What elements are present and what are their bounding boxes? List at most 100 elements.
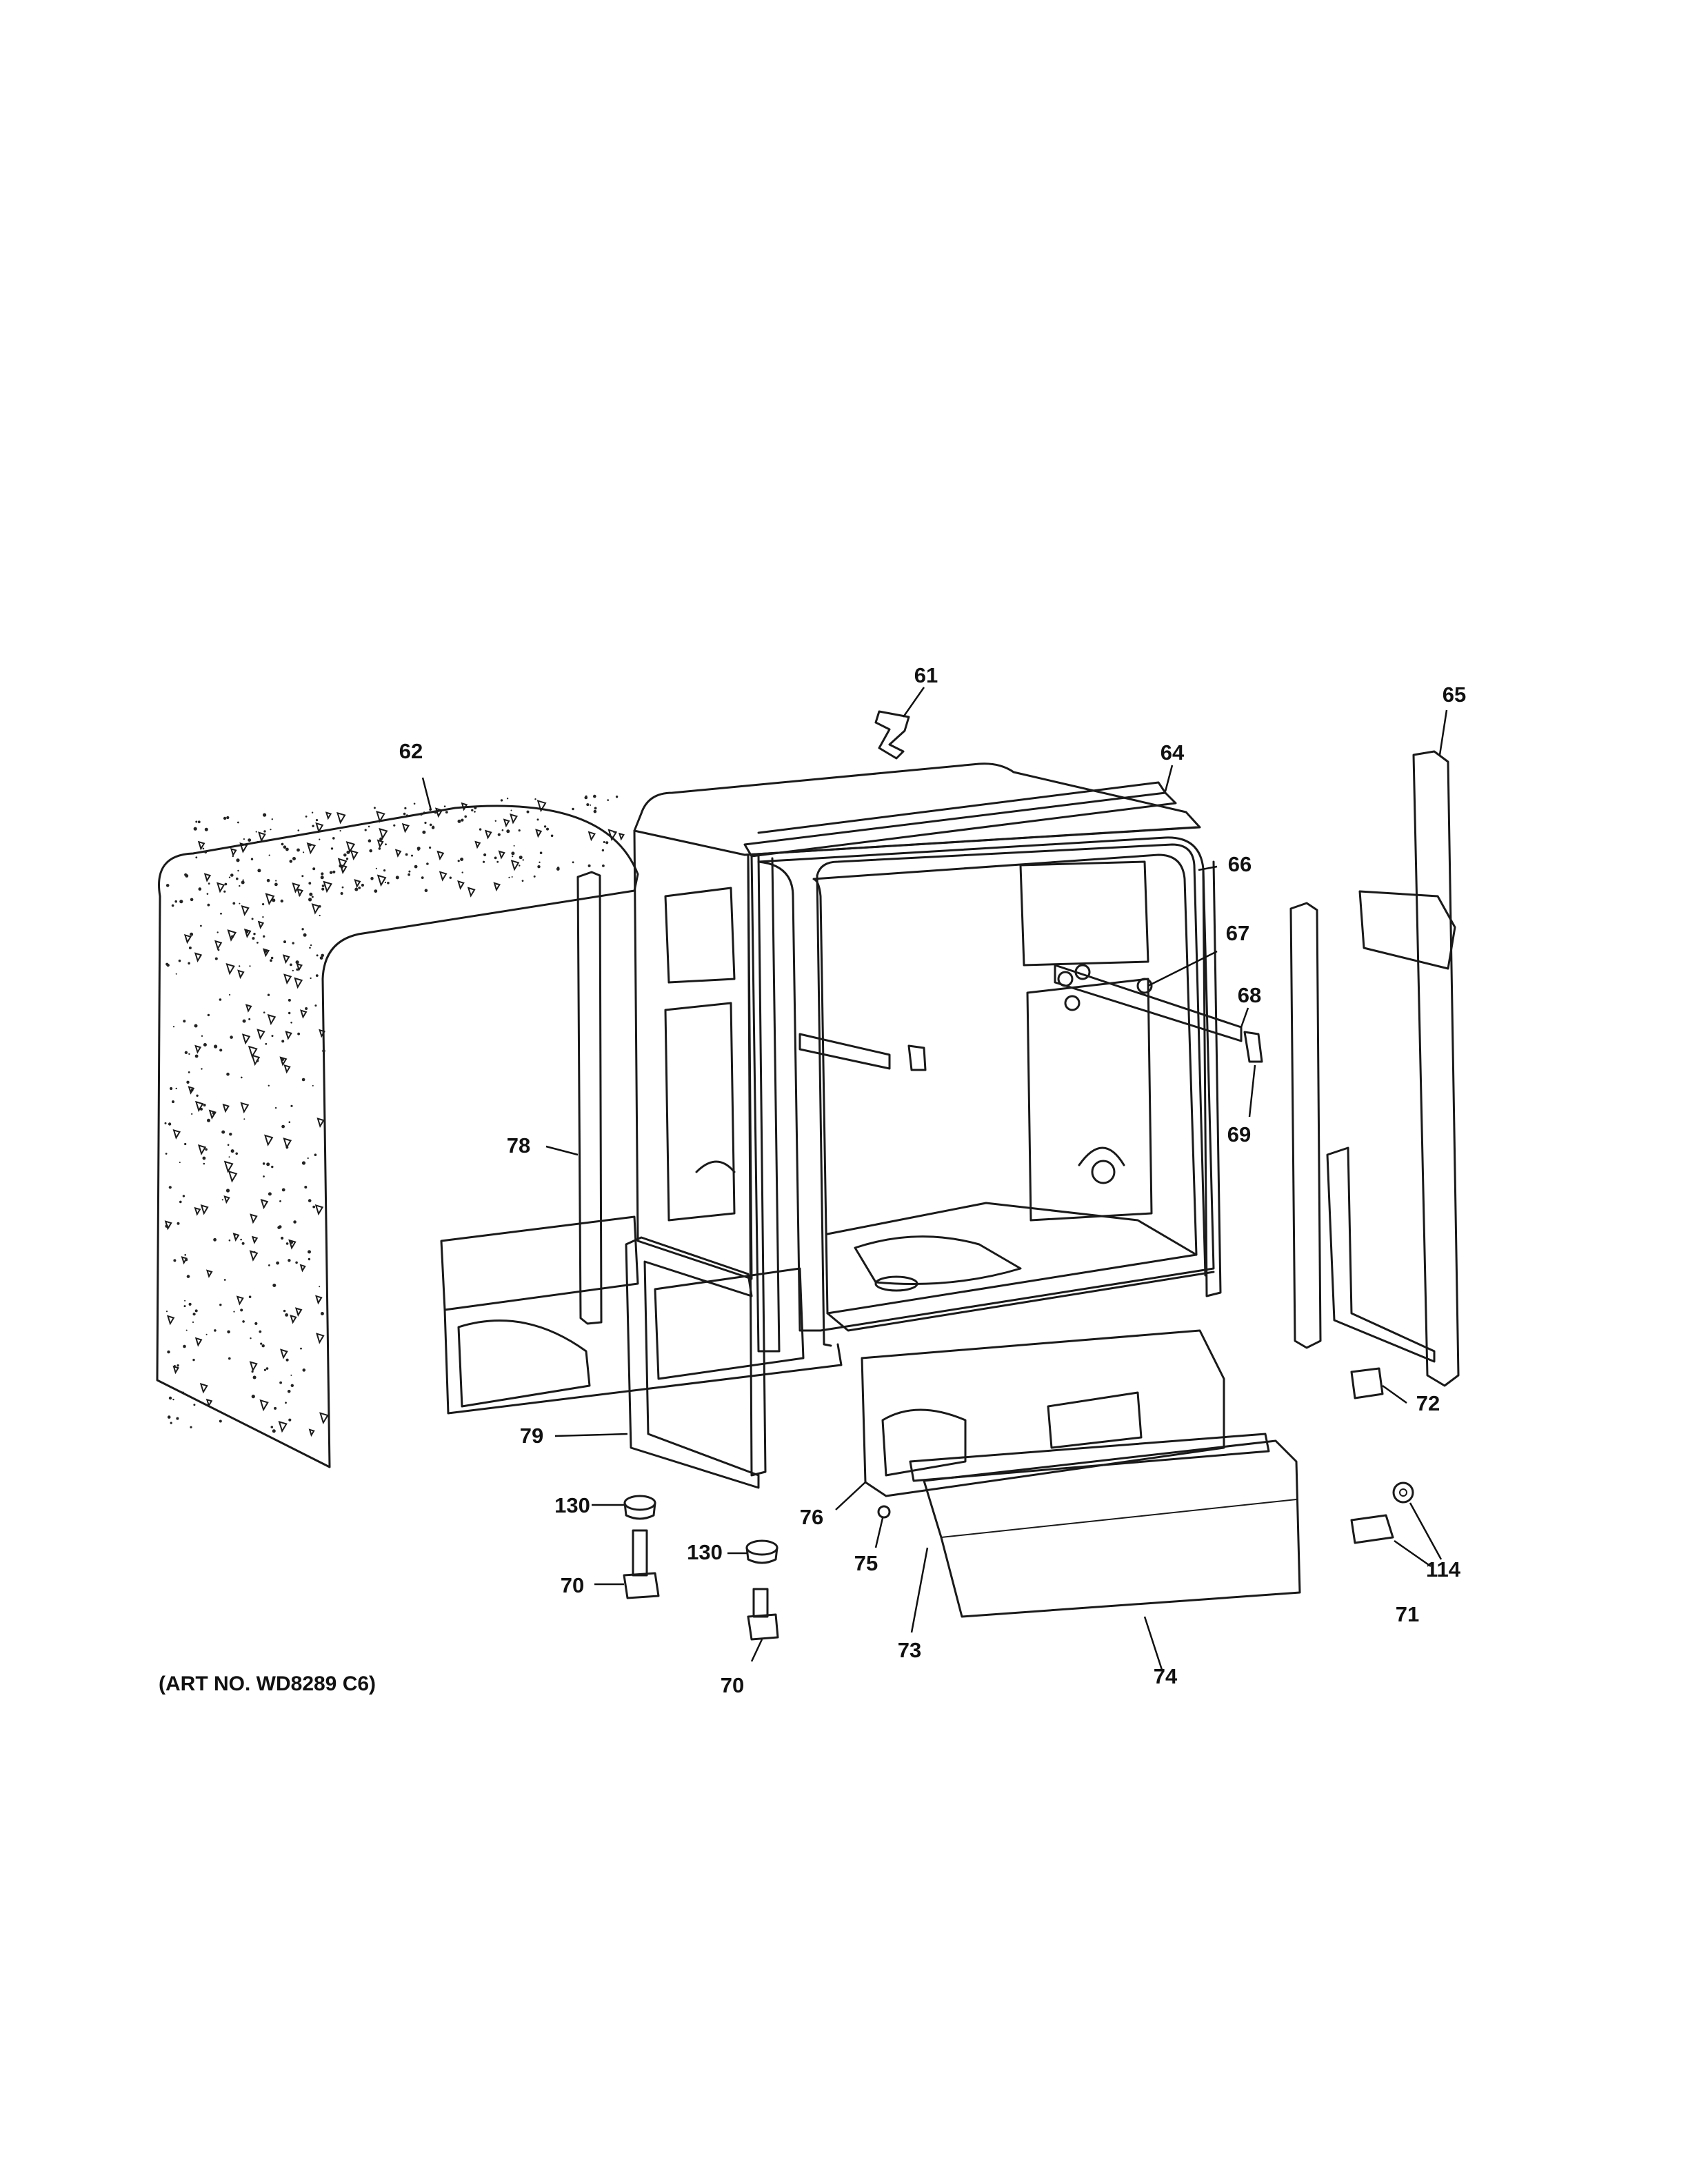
insulation-texture-dot xyxy=(219,998,222,1001)
insulation-texture-dot xyxy=(543,825,547,828)
part-75-screw[interactable] xyxy=(877,1505,891,1519)
callout-65[interactable]: 65 xyxy=(1443,682,1466,707)
insulation-texture-dot xyxy=(292,857,296,860)
callout-74[interactable]: 74 xyxy=(1154,1664,1178,1688)
callout-68[interactable]: 68 xyxy=(1238,983,1261,1007)
insulation-texture-dot xyxy=(308,1257,311,1261)
insulation-texture-dot xyxy=(280,899,283,903)
insulation-texture-dot xyxy=(188,962,190,965)
part-78-side-trim[interactable] xyxy=(576,871,603,1325)
insulation-texture-dot xyxy=(314,1004,317,1007)
part-76-toe-panel[interactable] xyxy=(861,1329,1225,1497)
part-72-bracket[interactable] xyxy=(1350,1367,1384,1399)
callout-72[interactable]: 72 xyxy=(1416,1391,1440,1415)
insulation-texture-dot xyxy=(221,1130,225,1134)
part-79-front-frame[interactable] xyxy=(625,853,767,1489)
insulation-texture-dot xyxy=(301,928,304,931)
insulation-texture-dot xyxy=(449,876,452,879)
insulation-texture-dot xyxy=(265,1042,268,1045)
callout-69[interactable]: 69 xyxy=(1227,1122,1251,1146)
callout-79[interactable]: 79 xyxy=(520,1424,543,1448)
insulation-texture-dot xyxy=(309,892,313,896)
insulation-texture-mark xyxy=(194,1044,202,1054)
insulation-texture-dot xyxy=(312,867,316,871)
insulation-texture-mark xyxy=(319,1412,329,1425)
insulation-texture-dot xyxy=(460,858,464,861)
insulation-texture-dot xyxy=(457,860,460,862)
insulation-texture-mark xyxy=(316,1118,325,1128)
insulation-texture-dot xyxy=(295,960,299,964)
insulation-texture-dot xyxy=(230,1035,233,1039)
insulation-texture-dot xyxy=(339,830,341,832)
callout-78[interactable]: 78 xyxy=(507,1133,530,1157)
part-130-nut-right[interactable] xyxy=(745,1539,778,1564)
part-69-rail-end-cap[interactable] xyxy=(907,1031,1263,1071)
insulation-texture-dot xyxy=(260,1342,263,1345)
callout-66[interactable]: 66 xyxy=(1228,852,1252,876)
insulation-texture-dot xyxy=(285,1402,287,1404)
part-130-nut-left[interactable] xyxy=(623,1495,656,1520)
insulation-texture-mark xyxy=(299,1009,308,1019)
part-73-kickplate-bracket[interactable] xyxy=(909,1433,1270,1482)
insulation-texture-dot xyxy=(292,969,294,972)
part-71-hinge[interactable] xyxy=(1350,1514,1394,1544)
insulation-texture-dot xyxy=(270,829,272,831)
insulation-texture-dot xyxy=(511,876,513,878)
insulation-texture-dot xyxy=(267,993,270,996)
part-74-kickplate[interactable] xyxy=(923,1439,1301,1618)
callout-76[interactable]: 76 xyxy=(800,1505,823,1529)
insulation-texture-dot xyxy=(173,1259,177,1262)
insulation-texture-dot xyxy=(227,1144,230,1146)
part-70-leveling-leg-right[interactable] xyxy=(747,1588,779,1641)
callout-70-left[interactable]: 70 xyxy=(561,1573,584,1597)
insulation-texture-dot xyxy=(312,825,314,827)
insulation-texture-mark xyxy=(376,874,387,887)
insulation-texture-dot xyxy=(539,861,541,864)
insulation-texture-dot xyxy=(285,1313,288,1317)
callout-67[interactable]: 67 xyxy=(1226,921,1249,945)
callout-130-right[interactable]: 130 xyxy=(687,1540,723,1564)
callout-64[interactable]: 64 xyxy=(1160,740,1185,765)
insulation-texture-dot xyxy=(300,1347,302,1350)
insulation-texture-dot xyxy=(281,1124,285,1129)
insulation-texture-dot xyxy=(605,841,609,845)
callout-71[interactable]: 71 xyxy=(1396,1602,1419,1626)
insulation-texture-dot xyxy=(379,837,383,841)
insulation-texture-dot xyxy=(319,838,321,840)
insulation-texture-mark xyxy=(260,1198,269,1210)
insulation-texture-mark xyxy=(510,813,518,825)
part-114-washer[interactable] xyxy=(1392,1482,1414,1504)
callout-73[interactable]: 73 xyxy=(898,1638,921,1662)
insulation-texture-dot xyxy=(311,896,314,898)
insulation-texture-mark xyxy=(181,1256,188,1265)
callout-75[interactable]: 75 xyxy=(854,1551,878,1575)
insulation-texture-dot xyxy=(290,1241,294,1244)
callout-61[interactable]: 61 xyxy=(914,663,938,687)
callout-62[interactable]: 62 xyxy=(399,739,423,763)
insulation-texture-dot xyxy=(242,1320,245,1323)
callout-114[interactable]: 114 xyxy=(1426,1557,1461,1581)
insulation-texture-mark xyxy=(294,977,303,989)
insulation-texture-dot xyxy=(172,1398,174,1401)
callout-130-left[interactable]: 130 xyxy=(554,1493,590,1517)
part-68-rack-rail[interactable] xyxy=(798,964,1243,1070)
insulation-texture-dot xyxy=(214,1329,217,1332)
insulation-texture-mark xyxy=(316,1333,325,1344)
part-70-leveling-leg-left[interactable] xyxy=(623,1529,660,1599)
insulation-texture-mark xyxy=(376,839,384,849)
part-64-top-rail[interactable] xyxy=(743,781,1177,858)
insulation-texture-dot xyxy=(423,811,425,814)
insulation-texture-dot xyxy=(285,1358,289,1362)
part-62-insulation-blanket[interactable] xyxy=(156,794,639,1468)
insulation-texture-dot xyxy=(319,1286,321,1288)
callout-70-right[interactable]: 70 xyxy=(721,1673,744,1697)
part-61-clip[interactable] xyxy=(874,710,910,760)
insulation-texture-dot xyxy=(602,865,605,867)
insulation-texture-dot xyxy=(178,959,181,962)
part-65-side-frame[interactable] xyxy=(1326,750,1460,1387)
part-66-door-gasket[interactable] xyxy=(816,843,1207,1347)
insulation-texture-dot xyxy=(179,1162,181,1164)
insulation-texture-dot xyxy=(265,1367,269,1370)
insulation-texture-dot xyxy=(374,889,378,893)
insulation-texture-dot xyxy=(422,830,426,834)
